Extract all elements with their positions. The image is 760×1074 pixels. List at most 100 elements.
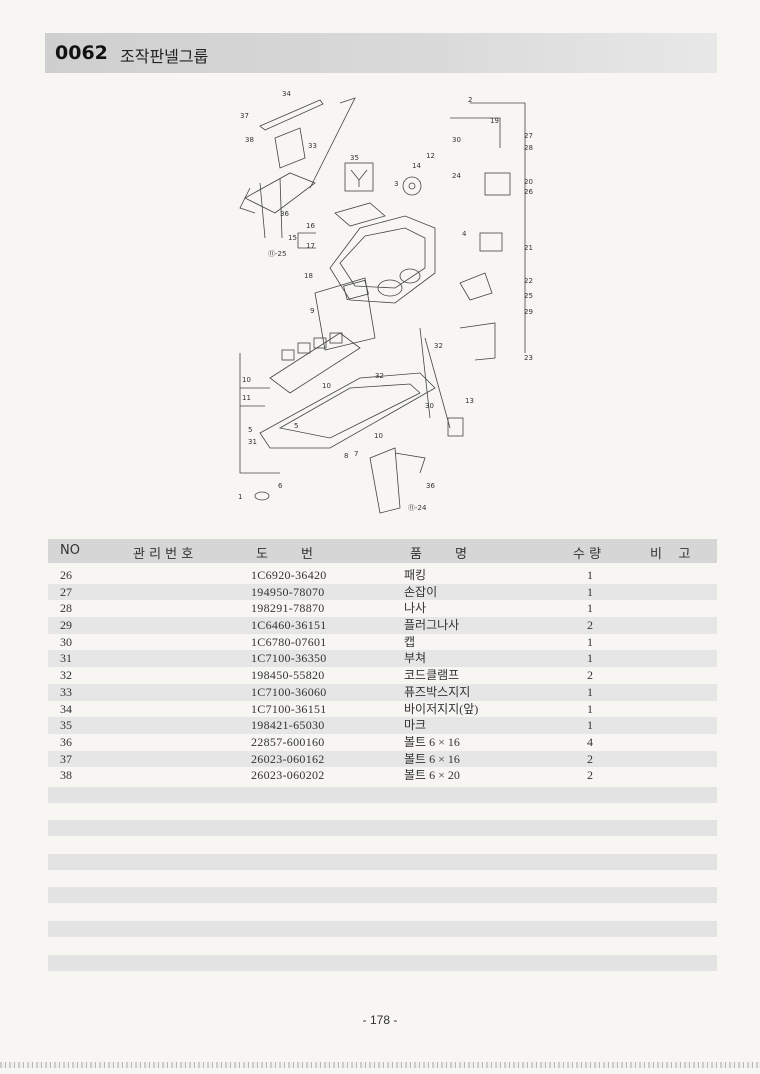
row-no: 38 [60, 768, 72, 783]
svg-text:3: 3 [394, 180, 398, 188]
svg-text:7: 7 [354, 450, 358, 458]
row-part-no: 198421-65030 [251, 718, 325, 733]
svg-text:1: 1 [238, 493, 242, 501]
svg-text:36: 36 [280, 210, 289, 218]
header-note: 비 고 [650, 547, 691, 562]
svg-text:14: 14 [412, 162, 421, 170]
table-row: 34 1C7100-36151 바이저지지(앞) 1 [48, 701, 717, 718]
svg-text:35: 35 [350, 154, 359, 162]
header-part-name: 품 명 [410, 547, 467, 562]
svg-text:21: 21 [524, 244, 533, 252]
scan-edge-strip [0, 1062, 760, 1068]
svg-text:31: 31 [248, 438, 257, 446]
row-qty: 1 [587, 718, 593, 733]
row-part-no: 198291-78870 [251, 601, 325, 616]
row-no: 37 [60, 751, 72, 766]
row-qty: 1 [587, 601, 593, 616]
svg-text:24: 24 [452, 172, 461, 180]
svg-text:8: 8 [344, 452, 348, 460]
row-part-name: 볼트 6 × 20 [404, 768, 460, 783]
row-part-no: 198450-55820 [251, 668, 325, 683]
svg-text:17: 17 [306, 242, 315, 250]
svg-text:15: 15 [288, 234, 297, 242]
svg-text:22: 22 [524, 277, 533, 285]
row-qty: 1 [587, 701, 593, 716]
row-qty: 4 [587, 734, 593, 749]
empty-row [48, 787, 717, 803]
row-no: 27 [60, 584, 72, 599]
row-part-no: 1C6920-36420 [251, 568, 327, 582]
svg-text:5: 5 [294, 422, 298, 430]
row-part-no: 1C7100-36151 [251, 701, 327, 716]
row-no: 35 [60, 718, 72, 733]
svg-text:23: 23 [524, 354, 533, 362]
row-no: 36 [60, 734, 72, 749]
svg-text:38: 38 [245, 136, 254, 144]
svg-text:10: 10 [242, 376, 251, 384]
row-part-no: 194950-78070 [251, 584, 325, 599]
empty-row [48, 955, 717, 971]
svg-text:⑪-24: ⑪-24 [408, 504, 427, 512]
row-no: 33 [60, 684, 72, 699]
table-row: 35 198421-65030 마크 1 [48, 717, 717, 734]
svg-text:20: 20 [524, 178, 533, 186]
svg-text:4: 4 [462, 230, 467, 238]
row-qty: 2 [587, 618, 593, 633]
row-qty: 1 [587, 634, 593, 649]
row-part-no: 26023-060162 [251, 751, 325, 766]
svg-text:30: 30 [452, 136, 461, 144]
table-row: 27 194950-78070 손잡이 1 [48, 583, 717, 601]
row-qty: 1 [587, 568, 593, 582]
row-part-name: 볼트 6 × 16 [404, 734, 460, 749]
row-no: 29 [60, 618, 72, 633]
row-part-no: 1C6460-36151 [251, 618, 327, 633]
row-no: 30 [60, 634, 72, 649]
svg-text:12: 12 [426, 152, 435, 160]
svg-text:30: 30 [425, 402, 434, 410]
svg-text:9: 9 [310, 307, 314, 315]
row-no: 32 [60, 668, 72, 683]
svg-text:5: 5 [248, 426, 252, 434]
row-part-name: 손잡이 [404, 584, 438, 599]
group-code: 0062 [55, 42, 108, 64]
page-number: - 178 - [362, 1013, 398, 1027]
row-no: 34 [60, 701, 72, 716]
empty-row [48, 921, 717, 937]
svg-text:16: 16 [306, 222, 315, 230]
svg-text:11: 11 [242, 394, 251, 402]
svg-text:37: 37 [240, 112, 249, 120]
svg-text:34: 34 [282, 90, 291, 98]
svg-text:29: 29 [524, 308, 533, 316]
svg-text:18: 18 [304, 272, 313, 280]
row-part-name: 바이저지지(앞) [404, 701, 479, 716]
svg-text:10: 10 [322, 382, 331, 390]
svg-text:36: 36 [426, 482, 435, 490]
row-part-name: 나사 [404, 601, 427, 616]
row-no: 28 [60, 601, 72, 616]
empty-row [48, 854, 717, 870]
row-part-no: 1C7100-36350 [251, 651, 327, 666]
row-part-no: 26023-060202 [251, 768, 325, 783]
svg-text:32: 32 [375, 372, 384, 380]
svg-text:25: 25 [524, 292, 533, 300]
svg-text:33: 33 [308, 142, 317, 150]
row-part-name: 코드클램프 [404, 668, 460, 683]
table-row: 28 198291-78870 나사 1 [48, 600, 717, 617]
row-qty: 1 [587, 584, 593, 599]
svg-text:2: 2 [468, 96, 472, 104]
svg-text:10: 10 [374, 432, 383, 440]
row-part-name: 마크 [404, 718, 427, 733]
row-part-name: 볼트 6 × 16 [404, 751, 460, 766]
svg-text:27: 27 [524, 132, 533, 140]
row-qty: 2 [587, 751, 593, 766]
svg-text:6: 6 [278, 482, 283, 490]
row-part-name: 패킹 [404, 568, 427, 582]
table-row: 37 26023-060162 볼트 6 × 16 2 [48, 750, 717, 768]
row-part-name: 퓨즈박스지지 [404, 684, 471, 699]
row-no: 31 [60, 651, 72, 666]
